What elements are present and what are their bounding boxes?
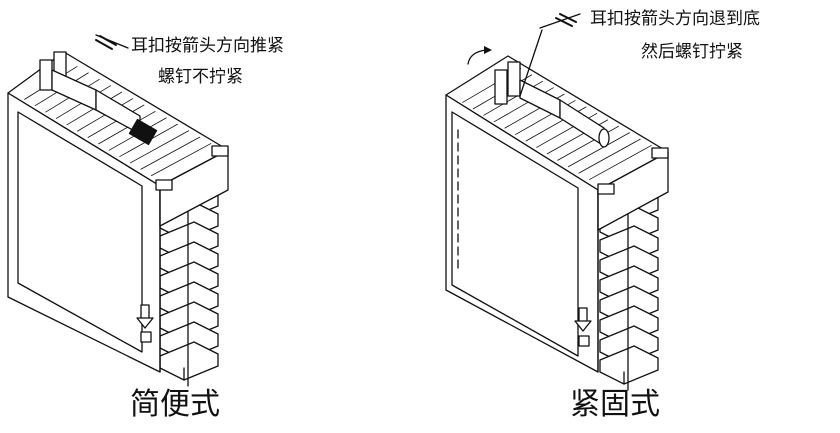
lock-tab [211, 145, 229, 157]
annotation-line-2: 然后螺钉拧紧 [641, 42, 743, 62]
caption-fixed: 紧固式 [570, 387, 660, 422]
pull-arrow-icon [555, 13, 577, 27]
down-arrow-icon [136, 304, 154, 343]
caption-simple: 简便式 [130, 387, 220, 422]
mounting-bracket [39, 51, 158, 146]
push-arrow-icon [95, 35, 117, 50]
annotation-line-2: 螺钉不拧紧 [158, 67, 243, 87]
display-window [17, 111, 143, 353]
leader-line [519, 29, 543, 97]
device-fixed-mount [445, 13, 669, 391]
device-simple-mount [7, 34, 229, 387]
mounting-bracket [494, 61, 610, 148]
display-window [451, 111, 579, 357]
annotation-line-1: 耳扣按箭头方向退到底 [590, 9, 760, 29]
lock-tab [651, 147, 669, 159]
lock-tab [597, 183, 615, 195]
annotation-line-1: 耳扣按箭头方向推紧 [131, 36, 284, 56]
down-arrow-icon [574, 307, 592, 347]
rotate-arrow-icon [467, 49, 487, 65]
lock-tab [155, 179, 173, 191]
heatsink-fins [159, 181, 219, 387]
